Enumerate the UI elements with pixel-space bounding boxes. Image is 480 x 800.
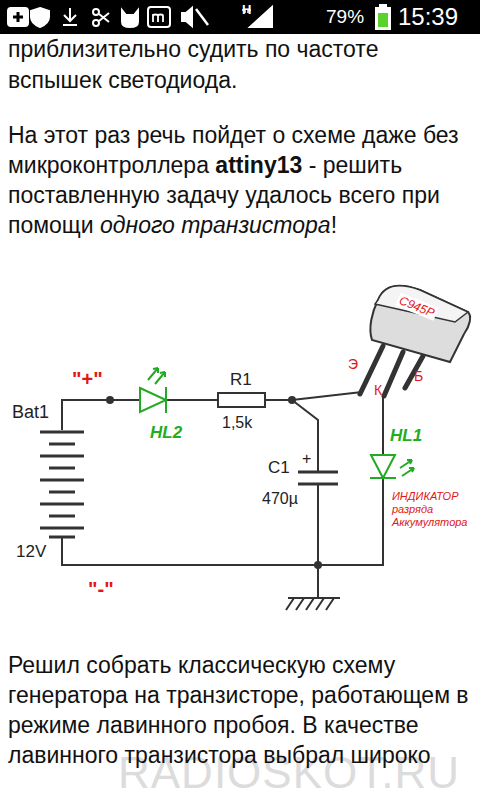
node-dots bbox=[106, 396, 322, 569]
paragraph: На этот раз речь пойдет о схеме даже без… bbox=[8, 120, 474, 240]
part-name: R1 bbox=[230, 370, 252, 390]
part-name: C1 bbox=[268, 458, 290, 478]
terminal-label: "+" bbox=[72, 368, 103, 391]
paragraph-text: Решил собрать классическую схему генерат… bbox=[8, 652, 469, 768]
led-hl2-symbol bbox=[140, 368, 166, 413]
bold-text: attiny13 bbox=[215, 152, 302, 178]
led-hl1-symbol bbox=[370, 455, 414, 478]
paragraph: Решил собрать классическую схему генерат… bbox=[8, 650, 474, 770]
part-name: HL2 bbox=[150, 423, 182, 443]
polarity-mark: + bbox=[302, 450, 311, 468]
note-text: ИНДИКАТОР разряда Аккумулятора bbox=[392, 490, 476, 529]
status-icons bbox=[8, 5, 390, 29]
ground-symbol bbox=[286, 598, 340, 610]
network-type: H bbox=[242, 2, 251, 17]
paragraph-text: приблизительно судить по частоте вспышек… bbox=[8, 36, 378, 93]
battery-percent: 79% bbox=[326, 6, 364, 28]
italic-text: одного транзистора bbox=[100, 212, 331, 238]
resistor-symbol bbox=[218, 393, 265, 407]
clock: 15:39 bbox=[398, 3, 458, 31]
part-name: Bat1 bbox=[12, 402, 49, 423]
paragraph-text: ! bbox=[331, 212, 337, 238]
part-value: 1,5k bbox=[222, 414, 252, 432]
pin-label: Э bbox=[348, 356, 358, 372]
status-bar bbox=[0, 0, 480, 34]
part-name: HL1 bbox=[390, 426, 422, 446]
voltage-label: 12V bbox=[16, 542, 46, 562]
pin-label: Б bbox=[414, 368, 423, 384]
part-value: 470µ bbox=[262, 490, 298, 508]
transistor-symbol bbox=[360, 286, 470, 396]
paragraph: приблизительно судить по частоте вспышек… bbox=[8, 34, 474, 96]
terminal-label: "-" bbox=[88, 578, 114, 601]
schematic-wires bbox=[62, 392, 383, 598]
battery-symbol bbox=[40, 432, 84, 537]
pin-label: К bbox=[374, 382, 382, 398]
capacitor-symbol bbox=[298, 472, 338, 484]
